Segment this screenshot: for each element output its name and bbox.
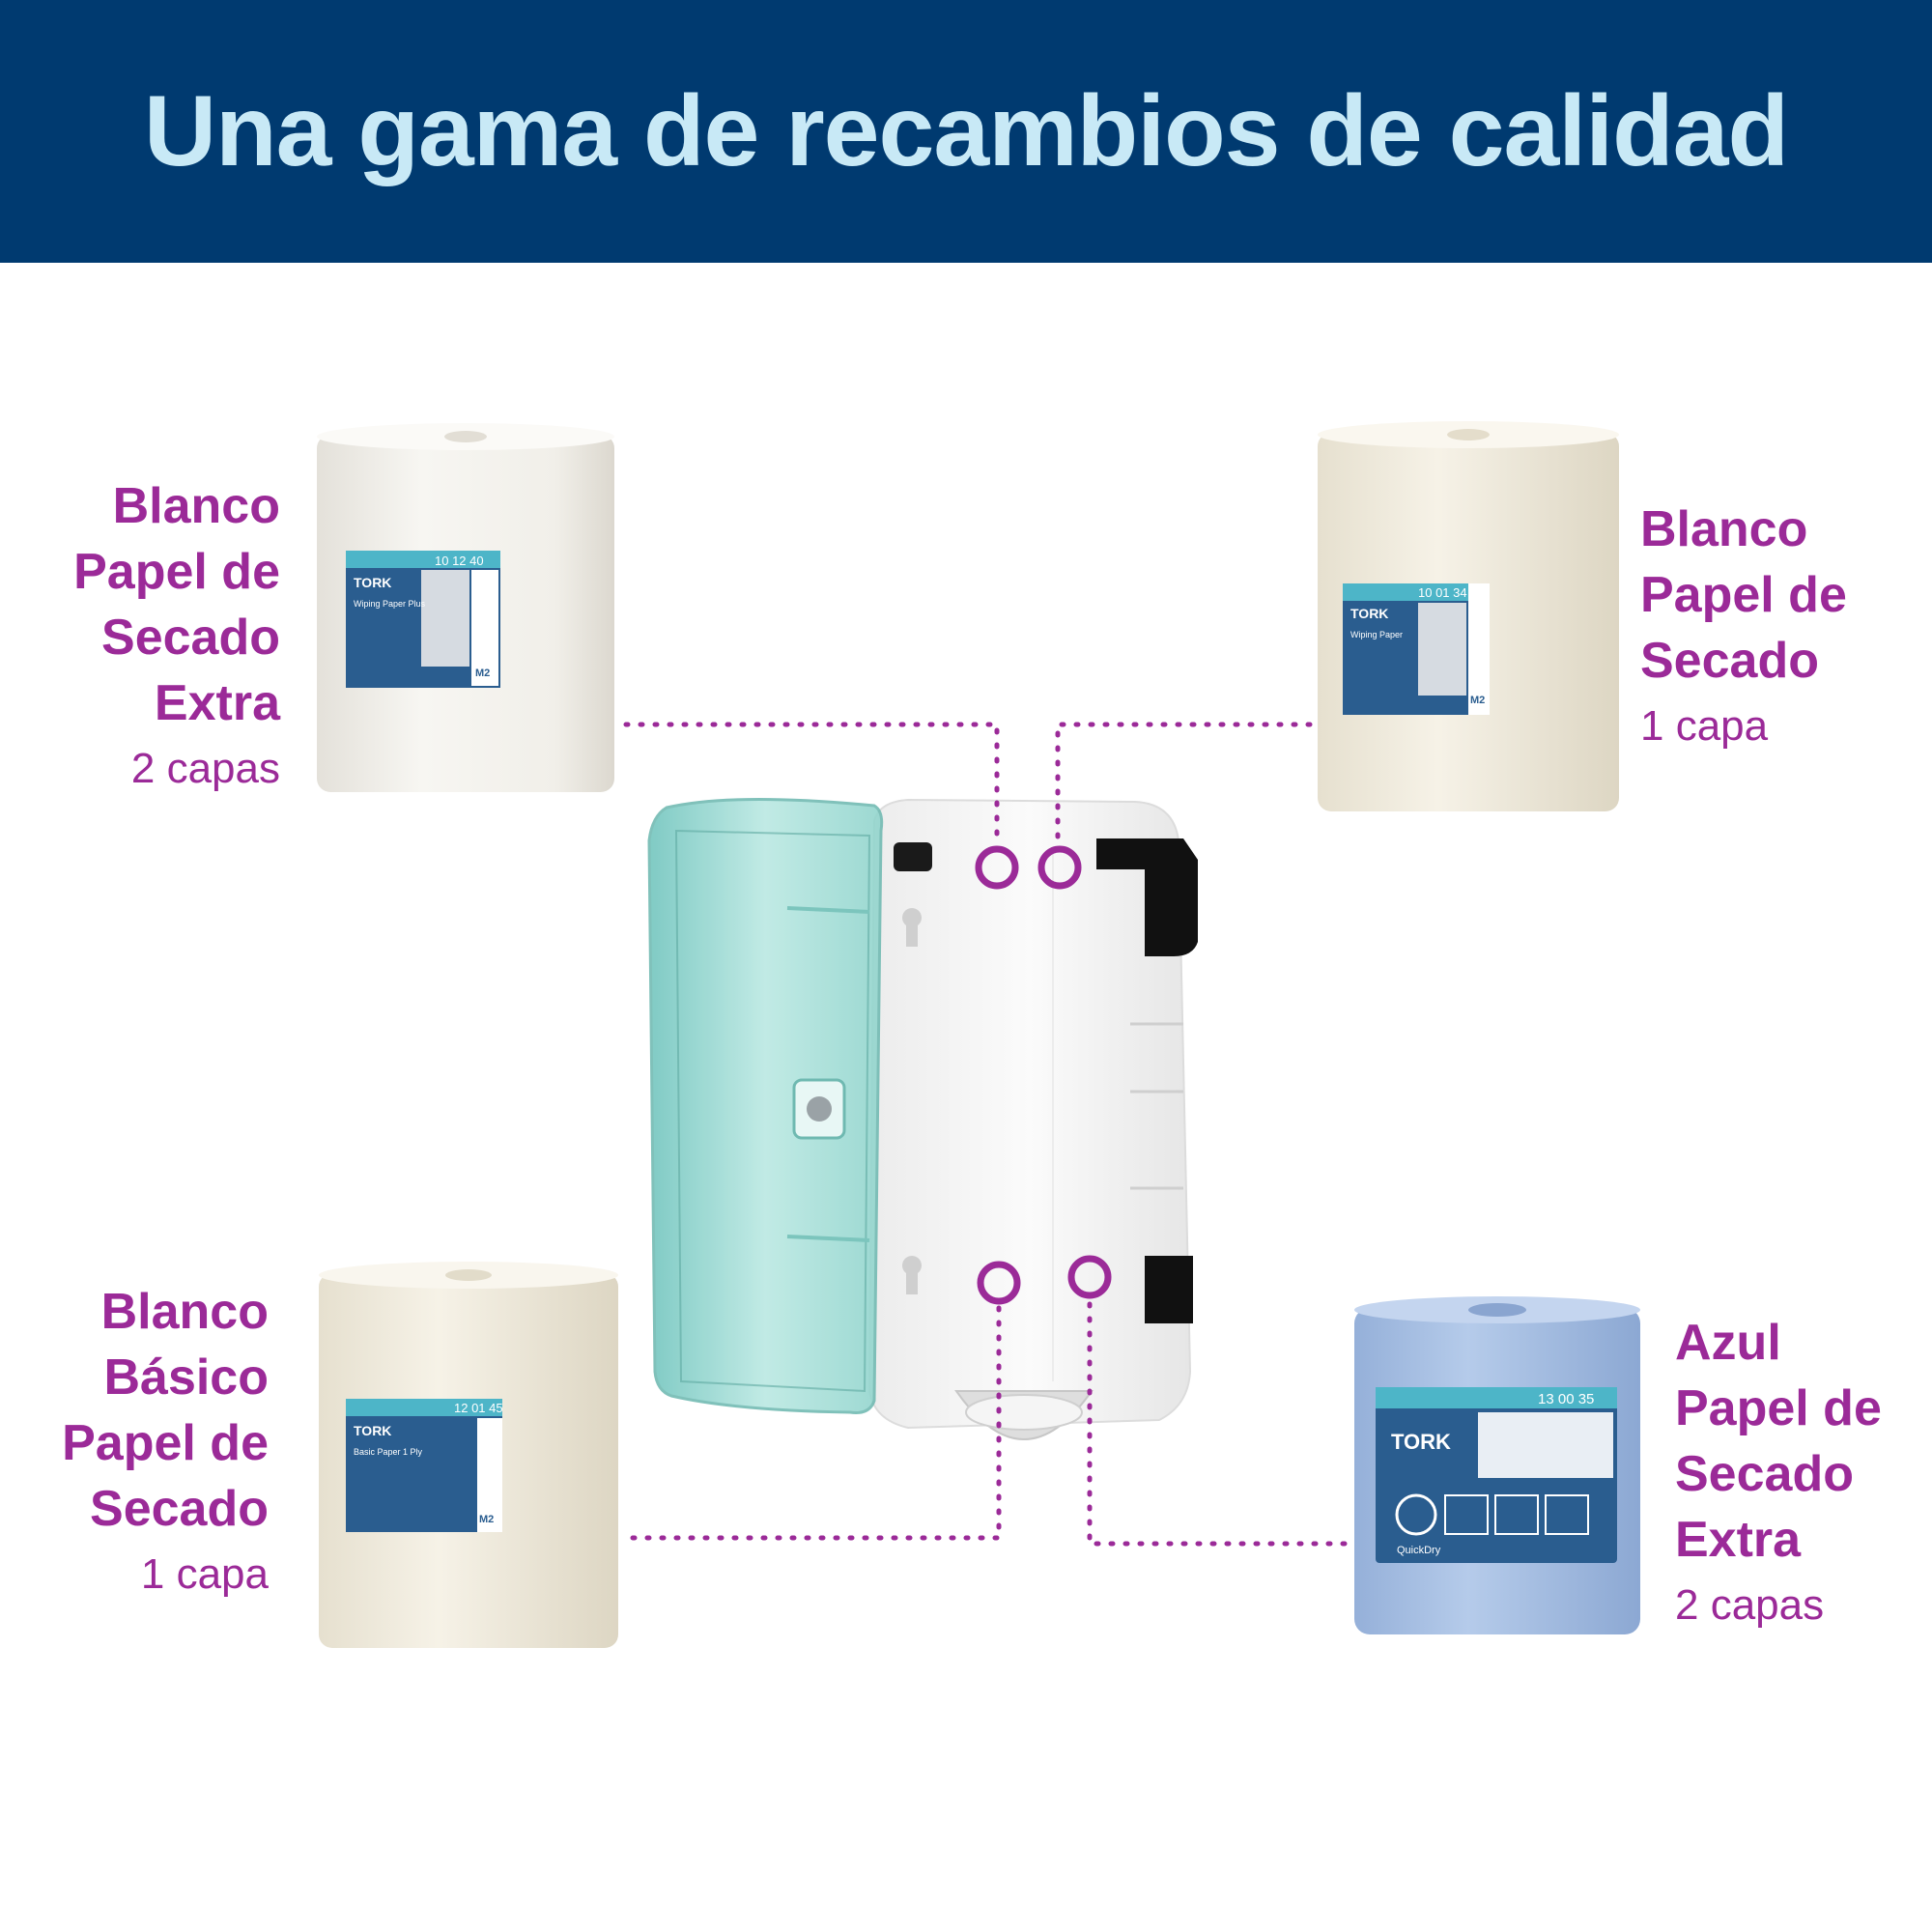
package-brand-top-left: TORK	[354, 575, 391, 590]
label-line: Secado	[101, 610, 280, 666]
package-text: 10 12 40 TORK Wiping Paper Plus M2 10 01…	[354, 554, 1594, 1556]
label-line: Secado	[1640, 633, 1819, 689]
header-banner: Una gama de recambios de calidad	[0, 0, 1932, 263]
package-label-top-right	[1343, 583, 1490, 715]
dispenser	[647, 797, 1198, 1440]
label-line: Papel de	[62, 1415, 269, 1471]
label-line: Extra	[154, 675, 280, 731]
package-name-top-right: Wiping Paper	[1350, 630, 1403, 639]
roll-bottom-left	[319, 1262, 618, 1648]
label-ply: 2 capas	[130, 745, 280, 792]
label-line: Secado	[90, 1481, 269, 1537]
page-title: Una gama de recambios de calidad	[144, 74, 1789, 187]
label-ply: 2 capas	[1675, 1581, 1825, 1629]
label-line: Básico	[103, 1350, 269, 1406]
attachment-markers	[975, 845, 1112, 1305]
package-name-bottom-right: QuickDry	[1397, 1545, 1441, 1556]
package-label-bottom-left	[346, 1399, 502, 1532]
package-brand-bottom-left: TORK	[354, 1423, 391, 1438]
label-line: Blanco	[112, 478, 280, 534]
label-line: Azul	[1675, 1315, 1781, 1371]
package-code-top-right: 10 01 34	[1418, 585, 1467, 600]
label-ply: 1 capa	[140, 1550, 269, 1598]
label-line: Papel de	[1640, 567, 1847, 623]
package-size-top-right: M2	[1470, 695, 1485, 706]
label-line: Secado	[1675, 1446, 1854, 1502]
label-line: Blanco	[100, 1284, 269, 1340]
product-label-top-right: Blanco Papel de Secado 1 capa	[1640, 497, 1847, 759]
product-label-bottom-right: Azul Papel de Secado Extra 2 capas	[1675, 1310, 1882, 1638]
package-size-top-left: M2	[475, 668, 490, 679]
connectors	[623, 722, 1348, 1547]
package-name-bottom-left: Basic Paper 1 Ply	[354, 1447, 423, 1457]
label-ply: 1 capa	[1640, 702, 1769, 750]
package-code-bottom-right: 13 00 35	[1538, 1391, 1594, 1407]
product-label-top-left: Blanco Papel de Secado Extra 2 capas	[73, 473, 280, 802]
label-line: Papel de	[73, 544, 280, 600]
label-line: Extra	[1675, 1512, 1802, 1568]
roll-bottom-right	[1354, 1296, 1640, 1634]
label-line: Papel de	[1675, 1380, 1882, 1436]
package-label-bottom-right	[1376, 1387, 1617, 1563]
package-size-bottom-left: M2	[479, 1514, 494, 1525]
package-code-bottom-left: 12 01 45	[454, 1401, 503, 1415]
roll-top-right	[1318, 421, 1619, 811]
label-line: Blanco	[1640, 501, 1808, 557]
package-code-top-left: 10 12 40	[435, 554, 484, 568]
roll-top-left	[317, 423, 614, 792]
package-brand-bottom-right: TORK	[1391, 1430, 1451, 1454]
package-brand-top-right: TORK	[1350, 606, 1388, 621]
package-label-top-left	[346, 551, 500, 688]
product-label-bottom-left: Blanco Básico Papel de Secado 1 capa	[62, 1279, 269, 1607]
package-name-top-left: Wiping Paper Plus	[354, 599, 426, 609]
